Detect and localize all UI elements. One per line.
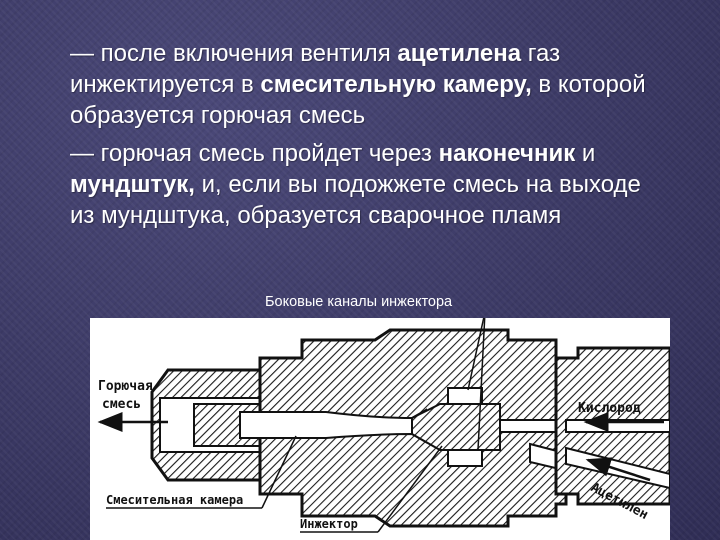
side-channel-top [447,387,483,405]
para1-bold-chamber: смесительную камеру, [260,71,532,98]
injector-diagram: Горючая смесь Кислород Ацетилен Смесител… [90,318,670,540]
label-oxygen: Кислород [578,401,641,416]
label-mixture-line1: Горючая [98,379,153,394]
leader-side-channels-1 [467,318,485,391]
leader-side-channels-2 [477,318,486,451]
leader-chamber-2 [261,435,297,509]
label-injector: Инжектор [300,517,358,531]
arrow-acetylene-in [585,457,651,482]
para2-text-2: и [575,140,596,167]
paragraph-mixture: — горючая смесь пройдет через наконечник… [70,138,670,231]
para1-text-3: в которой образуется горючая смесь [70,71,646,129]
para2-bold-mouthpiece: мундштук, [70,171,195,198]
figure-caption: Боковые каналы инжектора [265,294,453,310]
leader-injector-2 [377,445,443,533]
label-mixture-line2: смесь [102,397,141,412]
slide-text: — после включения вентиля ацетилена газ … [70,38,670,238]
para1-bold-acetylene: ацетилена [397,40,522,67]
label-chamber: Смесительная камера [106,493,243,507]
side-channel-bottom [447,449,483,467]
para2-text-3: и, если вы подожжете смесь на выходе из … [70,171,641,229]
para1-text-2: газ инжектируется в [70,40,561,98]
para1-text-1: — после включения вентиля [70,40,398,67]
para2-text-1: — горючая смесь пройдет через [70,140,439,167]
para2-bold-tip: наконечник [438,140,576,167]
injector-drawing: Горючая смесь Кислород Ацетилен Смесител… [97,318,670,533]
paragraph-acetylene: — после включения вентиля ацетилена газ … [70,38,670,131]
